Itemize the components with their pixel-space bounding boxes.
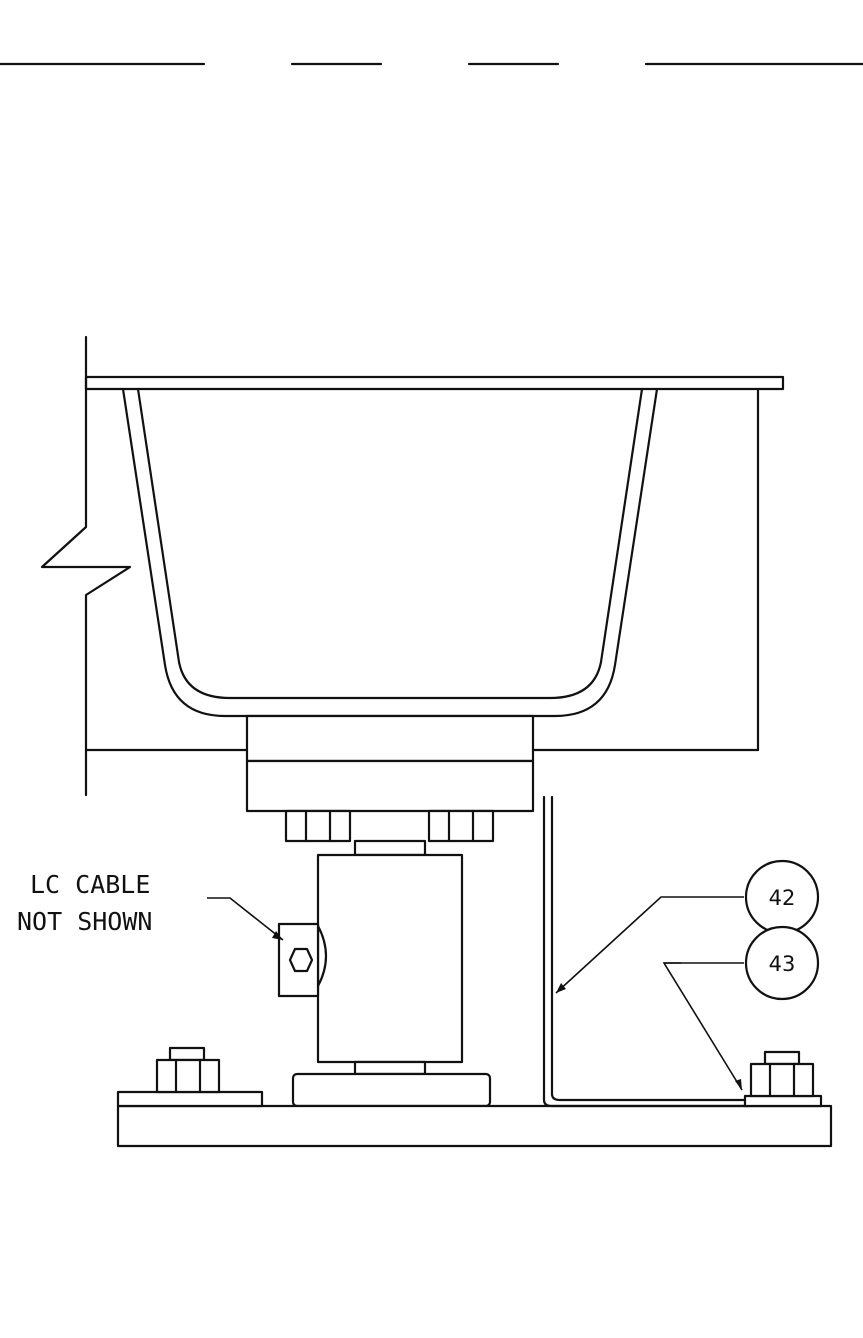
balloon-43-label: 43: [769, 952, 796, 976]
left-anchor-pad: [116, 1090, 264, 1108]
load-cell-body: [316, 853, 464, 1064]
bracket-42: [542, 795, 750, 1108]
channel-inner: [136, 387, 644, 700]
note-line-1: LC CABLE: [30, 870, 150, 899]
balloon-42-label: 42: [769, 886, 796, 910]
top-mount-plate: [245, 759, 535, 813]
note-leader: [207, 897, 284, 941]
top-washer: [353, 839, 427, 857]
top-mount-block: [245, 714, 535, 763]
balloon-42: 42: [744, 859, 820, 935]
top-plate: [84, 375, 785, 391]
balloon-42-leader: [555, 896, 744, 994]
cable-fitting-hex: [288, 947, 314, 973]
base-pad: [291, 1072, 492, 1108]
left-anchor-bolt: [155, 1046, 221, 1094]
base-plate: [116, 1104, 833, 1148]
bottom-washer: [353, 1060, 427, 1076]
top-nut-left: [284, 809, 352, 843]
note-line-2: NOT SHOWN: [17, 907, 152, 936]
top-nut-right: [427, 809, 495, 843]
channel-outer: [121, 387, 659, 718]
balloon-43: 43: [744, 925, 820, 1001]
break-line: [40, 335, 132, 797]
balloon-43-leader: [662, 962, 744, 1091]
right-anchor-bolt: [743, 1050, 823, 1108]
